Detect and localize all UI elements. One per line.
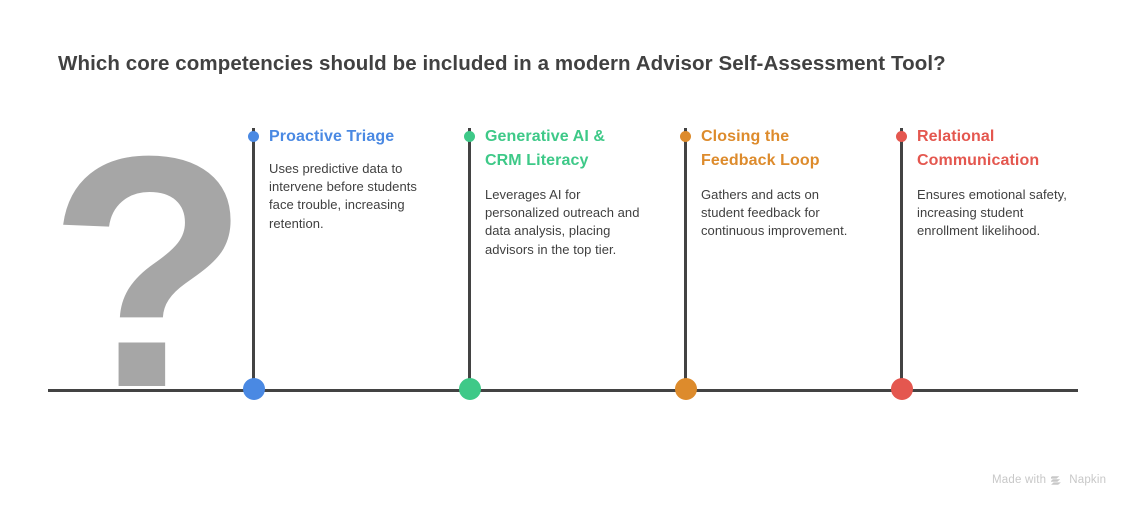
item-heading: Relational Communication xyxy=(917,128,1040,169)
page-title: Which core competencies should be includ… xyxy=(58,52,946,75)
marker-dot-bottom[interactable] xyxy=(890,378,913,400)
made-with-napkin-watermark: Made with Napkin xyxy=(992,473,1106,486)
marker-dot-top xyxy=(680,131,691,142)
marker-dot-top xyxy=(248,131,259,142)
connector-line xyxy=(252,128,255,390)
item-description: Leverages AI for personalized outreach a… xyxy=(485,187,640,257)
connector-line xyxy=(468,128,471,390)
item-description: Gathers and acts on student feedback for… xyxy=(701,187,848,239)
item-heading: Proactive Triage xyxy=(269,128,395,145)
napkin-brand-label: Napkin xyxy=(1069,473,1107,486)
svg-text:?: ? xyxy=(48,100,240,400)
item-heading: Closing the Feedback Loop xyxy=(701,128,820,169)
marker-dot-bottom[interactable] xyxy=(458,378,481,400)
marker-dot-top xyxy=(464,131,475,142)
question-mark-glyph: ? xyxy=(48,100,240,400)
marker-dot-top xyxy=(896,131,907,142)
timeline-baseline xyxy=(48,389,1078,392)
napkin-chevron-logo xyxy=(1049,474,1064,487)
marker-dot-bottom[interactable] xyxy=(674,378,697,400)
marker-dot-bottom[interactable] xyxy=(242,378,265,400)
connector-line xyxy=(900,128,903,390)
made-with-label: Made with xyxy=(992,473,1047,486)
item-heading: Generative AI & CRM Literacy xyxy=(485,128,606,169)
item-description: Uses predictive data to intervene before… xyxy=(269,161,417,231)
item-description: Ensures emotional safety, increasing stu… xyxy=(917,187,1067,239)
connector-line xyxy=(684,128,687,390)
